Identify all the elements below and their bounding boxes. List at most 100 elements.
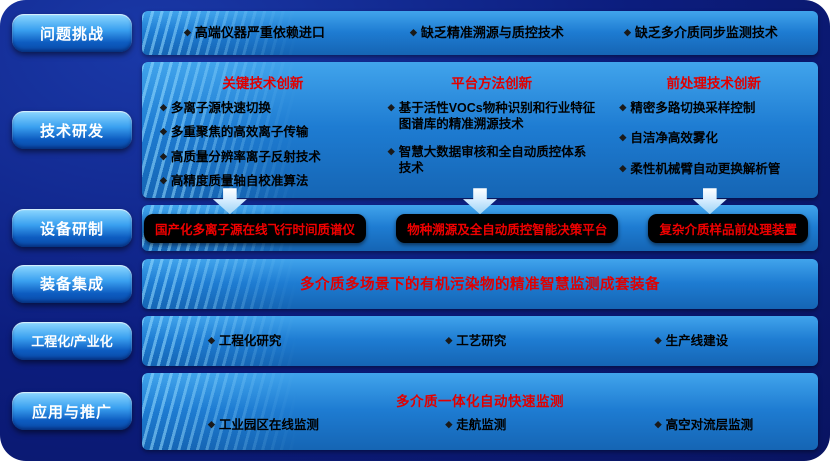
stage-pill-problem-challenges: 问题挑战 [12,14,132,52]
equipment-integration-panel: 多介质多场景下的有机污染物的精准智慧监测成套装备 [142,258,818,309]
list-item: ◆ 智慧大数据审核和全自动质控体系技术 [388,144,596,177]
stage-label: 问题挑战 [39,25,104,43]
diamond-bullet-icon: ◆ [160,174,167,185]
item-text: 高空对流层监测 [665,417,754,432]
list-item: ◆ 多离子源快速切换 [160,100,366,116]
stage-pill-equipment-dev: 设备研制 [12,209,132,248]
list-item: ◆ 缺乏多介质同步监测技术 [624,25,818,42]
item-text: 缺乏多介质同步监测技术 [634,24,778,40]
application-highlight-text: 多介质一体化自动快速监测 [396,393,564,409]
stage-pill-industrialization: 工程化/产业化 [12,321,132,360]
list-item: ◆ 基于活性VOCs物种识别和行业特征图谱库的精准溯源技术 [388,100,596,133]
device-box-text: 复杂介质样品前处理装置 [659,222,797,237]
row-equipment-integration: 装备集成 多介质多场景下的有机污染物的精准智慧监测成套装备 [12,258,818,309]
industrialization-panel: ◆ 工程化研究 ◆ 工艺研究 ◆ 生产线建设 [142,315,818,366]
device-box: 复杂介质样品前处理装置 [648,213,808,243]
device-box: 国产化多离子源在线飞行时间质谱仪 [144,213,367,243]
application-items: ◆ 工业园区在线监测 ◆ 走航监测 ◆ 高空对流层监测 [142,417,818,433]
application-cell: ◆ 工业园区在线监测 [142,417,371,433]
item-text: 精密多路切换采样控制 [630,101,756,116]
item-text: 高端仪器严重依赖进口 [194,24,325,40]
diamond-bullet-icon: ◆ [445,418,453,429]
row-industrialization: 工程化/产业化 ◆ 工程化研究 ◆ 工艺研究 [12,315,818,366]
device-box-text: 物种溯源及全自动质控智能决策平台 [407,222,608,237]
diamond-bullet-icon: ◆ [387,145,395,156]
diamond-bullet-icon: ◆ [619,162,627,173]
stage-label: 工程化/产业化 [31,334,113,350]
row-application-promotion: 应用与推广 多介质一体化自动快速监测 ◆ 工业园区在线监测 ◆ 走航监测 [12,372,818,450]
column-header: 前处理技术创新 [666,76,761,92]
challenge-cell: ◆ 缺乏精准溯源与质控技术 [378,25,604,42]
item-text: 多重聚焦的高效离子传输 [170,125,309,140]
diamond-bullet-icon: ◆ [387,102,395,113]
application-cell: ◆ 高空对流层监测 [609,417,818,433]
column-header: 平台方法创新 [451,76,533,92]
diamond-bullet-icon: ◆ [160,126,167,137]
stage-label: 装备集成 [39,276,104,294]
item-text: 多离子源快速切换 [170,101,271,116]
list-item: ◆ 高质量分辨率离子反射技术 [160,149,366,165]
challenge-cell: ◆ 高端仪器严重依赖进口 [142,25,378,42]
diamond-bullet-icon: ◆ [184,26,191,37]
list-item: ◆ 柔性机械臂自动更换解析管 [619,161,808,177]
list-item: ◆ 缺乏精准溯源与质控技术 [410,25,604,42]
row-equipment-dev: 设备研制 国产化多离子源在线飞行时间质谱仪 物种溯源及全自动质控智能决策平台 复… [12,205,818,252]
diamond-bullet-icon: ◆ [624,26,631,37]
list-item: ◆ 工艺研究 [445,333,608,349]
item-text: 生产线建设 [665,333,729,348]
industrialization-cell: ◆ 生产线建设 [609,333,818,349]
industrialization-cell: ◆ 工程化研究 [142,333,371,349]
diamond-bullet-icon: ◆ [208,418,215,429]
item-text: 自洁净高效雾化 [630,131,718,146]
item-text: 缺乏精准溯源与质控技术 [420,24,564,40]
item-text: 走航监测 [456,417,507,432]
application-promotion-panel: 多介质一体化自动快速监测 ◆ 工业园区在线监测 ◆ 走航监测 ◆ [142,372,818,450]
diamond-bullet-icon: ◆ [654,418,662,429]
tech-rd-panel: 关键技术创新 ◆ 多离子源快速切换 ◆ 多重聚焦的高效离子传输 ◆ 高质量分辨率… [142,62,818,215]
list-item: ◆ 多重聚焦的高效离子传输 [160,124,366,140]
industrialization-cell: ◆ 工艺研究 [371,333,608,349]
column-header: 关键技术创新 [222,76,304,92]
application-cell: ◆ 走航监测 [371,417,608,433]
list-item: ◆ 高端仪器严重依赖进口 [184,25,378,42]
device-box-text: 国产化多离子源在线飞行时间质谱仪 [155,222,356,237]
challenge-cell: ◆ 缺乏多介质同步监测技术 [604,25,818,42]
diamond-bullet-icon: ◆ [619,132,627,143]
item-text: 高质量分辨率离子反射技术 [170,149,321,164]
list-item: ◆ 高空对流层监测 [655,417,818,433]
list-item: ◆ 走航监测 [445,417,608,433]
list-item: ◆ 精密多路切换采样控制 [619,100,808,116]
stage-pill-application-promotion: 应用与推广 [12,392,132,431]
device-box: 物种溯源及全自动质控智能决策平台 [396,213,619,243]
item-text: 工业园区在线监测 [218,417,319,432]
item-text: 柔性机械臂自动更换解析管 [630,161,781,176]
diamond-bullet-icon: ◆ [160,102,167,113]
stage-label: 技术研发 [39,122,104,140]
integration-highlight-text: 多介质多场景下的有机污染物的精准智慧监测成套装备 [300,277,660,294]
pretreatment-innovation-column: 前处理技术创新 ◆ 精密多路切换采样控制 ◆ 自洁净高效雾化 ◆ 柔性机械臂自动… [607,71,812,192]
list-item: ◆ 工程化研究 [208,333,371,349]
item-text: 工艺研究 [456,333,507,348]
problem-challenges-panel: ◆ 高端仪器严重依赖进口 ◆ 缺乏精准溯源与质控技术 ◆ 缺乏多介质同步监测技术 [142,11,818,55]
item-text: 高精度质量轴自校准算法 [170,173,309,188]
diamond-bullet-icon: ◆ [445,334,453,345]
list-item: ◆ 生产线建设 [655,333,818,349]
item-text: 工程化研究 [218,333,282,348]
stage-pill-tech-rd: 技术研发 [12,111,132,150]
row-problem-challenges: 问题挑战 ◆ 高端仪器严重依赖进口 ◆ 缺乏精准溯源与质控技术 ◆ 缺乏多介质同… [12,11,818,55]
diamond-bullet-icon: ◆ [208,334,215,345]
diamond-bullet-icon: ◆ [654,334,662,345]
item-text: 智慧大数据审核和全自动质控体系技术 [398,144,587,175]
list-item: ◆ 高精度质量轴自校准算法 [160,173,366,189]
stage-label: 设备研制 [39,220,104,238]
stage-label: 应用与推广 [31,403,112,421]
stage-pill-equipment-integration: 装备集成 [12,264,132,303]
industrialization-items: ◆ 工程化研究 ◆ 工艺研究 ◆ 生产线建设 [142,333,818,349]
list-item: ◆ 工业园区在线监测 [208,417,371,433]
row-tech-rd: 技术研发 关键技术创新 ◆ 多离子源快速切换 ◆ 多重聚焦的高效离子传输 ◆ 高… [12,62,818,215]
list-item: ◆ 自洁净高效雾化 [619,130,808,146]
key-tech-innovation-column: 关键技术创新 ◆ 多离子源快速切换 ◆ 多重聚焦的高效离子传输 ◆ 高质量分辨率… [152,71,370,192]
item-text: 基于活性VOCs物种识别和行业特征图谱库的精准溯源技术 [398,101,596,132]
diamond-bullet-icon: ◆ [410,26,417,37]
